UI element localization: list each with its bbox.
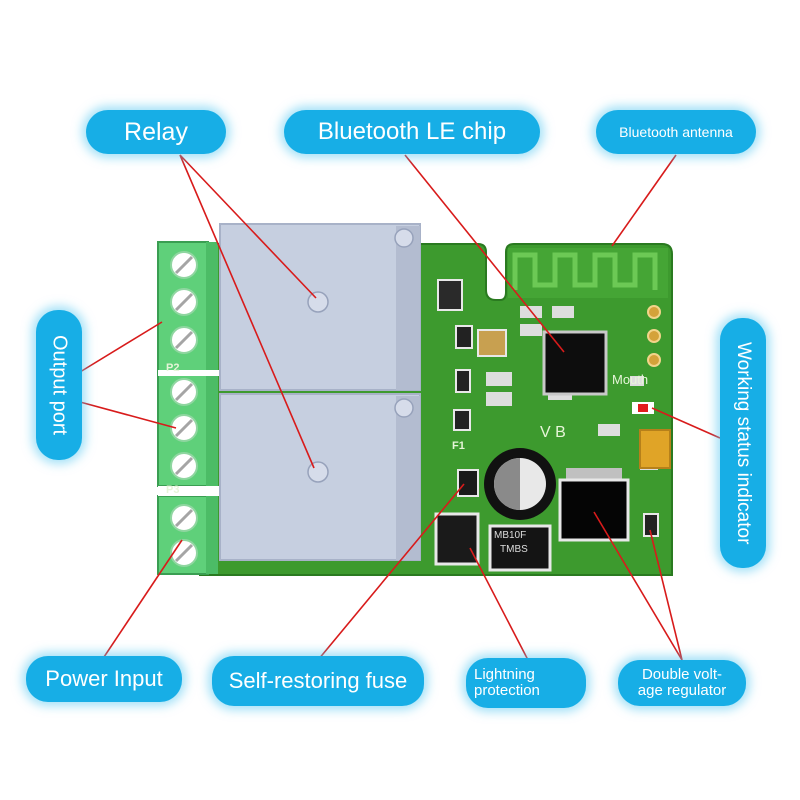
bluetooth-antenna-trace — [508, 248, 668, 298]
ble-chip — [542, 330, 608, 396]
callout-status-indicator: Working status indicator — [720, 318, 766, 568]
callout-fuse: Self-restoring fuse — [212, 656, 424, 706]
callout-regulator-line2: age regulator — [637, 682, 727, 699]
callout-antenna: Bluetooth antenna — [596, 110, 756, 154]
callout-power-input: Power Input — [26, 656, 182, 702]
silk-p3: P3 — [166, 484, 180, 496]
tantalum-capacitor — [639, 429, 671, 469]
callout-lightning-line2: protection — [474, 682, 540, 699]
terminal-block-p3 — [157, 495, 218, 575]
callout-lightning: Lightning protection — [466, 658, 586, 708]
callout-antenna-label: Bluetooth antenna — [619, 123, 733, 140]
bridge-rectifier — [488, 524, 552, 572]
tvs-diode — [434, 512, 480, 566]
callout-output-port-label: Output port — [48, 334, 71, 436]
callout-status-indicator-label: Working status indicator — [733, 341, 754, 545]
silk-f1: F1 — [452, 440, 465, 452]
silk-bridge-1: MB10F — [494, 530, 527, 541]
terminal-divider — [158, 370, 220, 376]
status-led — [638, 404, 648, 412]
callout-lightning-line1: Lightning — [474, 666, 535, 684]
callout-ble-chip-label: Bluetooth LE chip — [317, 118, 507, 146]
terminal-block-p1 — [157, 241, 218, 373]
silk-vb: V B — [540, 424, 566, 441]
callout-fuse-label: Self-restoring fuse — [228, 668, 408, 694]
callout-regulator: Double volt- age regulator — [618, 660, 746, 706]
callout-regulator-line1: Double volt- — [641, 666, 723, 684]
silk-bridge-2: TMBS — [500, 544, 528, 555]
terminal-block-p2 — [157, 373, 218, 487]
callout-relay-label: Relay — [124, 117, 188, 146]
leader-lines — [79, 154, 721, 661]
electrolytic-capacitor — [484, 448, 556, 520]
smd-components — [437, 279, 659, 537]
silk-mouth: Mouth — [612, 372, 649, 387]
callout-output-port: Output port — [36, 310, 82, 460]
silk-p2: P2 — [166, 362, 180, 374]
relay-1 — [219, 223, 421, 391]
callout-power-input-label: Power Input — [45, 666, 163, 692]
callout-ble-chip: Bluetooth LE chip — [284, 110, 540, 154]
terminal-divider — [158, 486, 220, 496]
callout-relay: Relay — [86, 110, 226, 154]
self-restoring-fuse-part — [457, 469, 479, 497]
relay-2 — [219, 393, 421, 561]
voltage-regulator — [558, 468, 630, 542]
header-pads — [647, 305, 661, 367]
